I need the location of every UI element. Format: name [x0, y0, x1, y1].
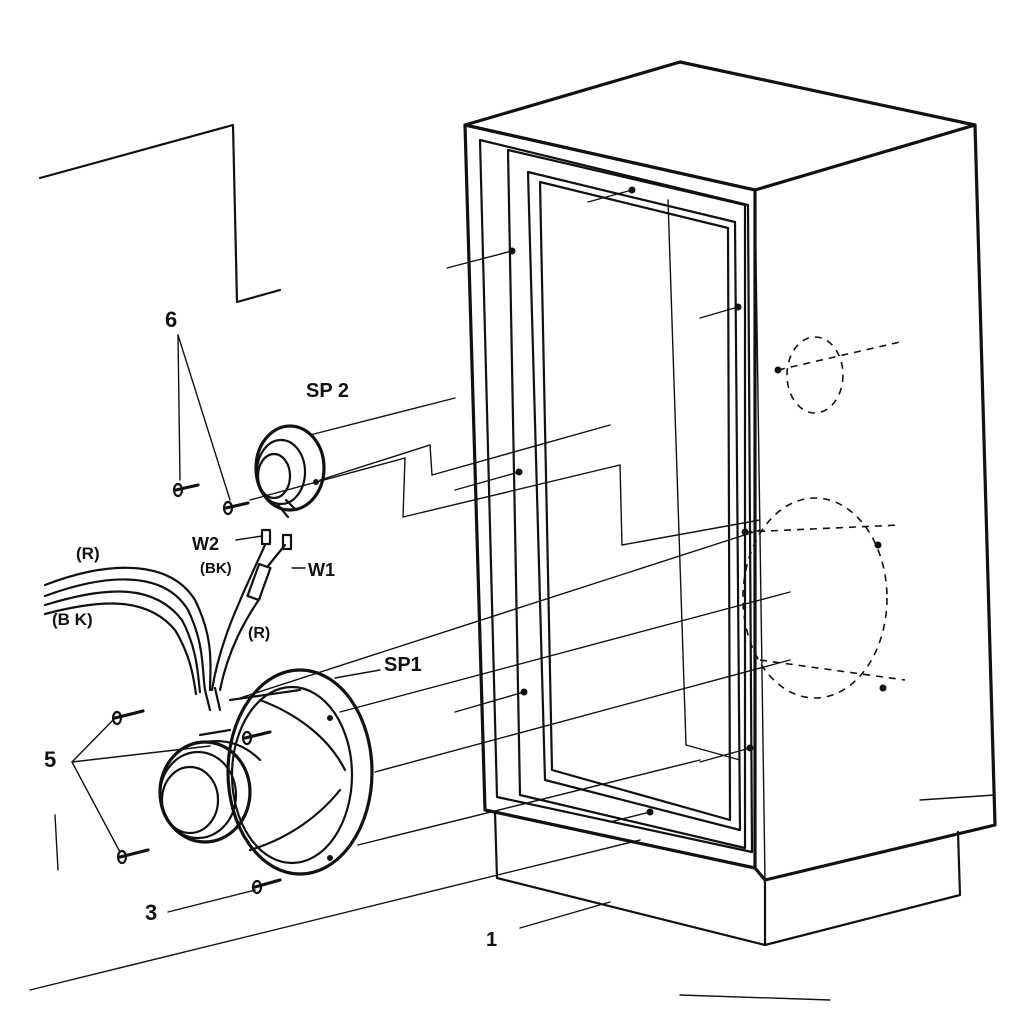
label-part-3: 3 — [145, 900, 157, 925]
break-line-top — [38, 123, 282, 304]
label-part-1: 1 — [486, 929, 497, 951]
tweeter-sp2 — [172, 397, 761, 546]
wiring-harness — [43, 528, 306, 696]
speaker-cabinet — [446, 60, 997, 947]
callout-6-leaders — [177, 334, 231, 501]
label-part-5: 5 — [44, 747, 56, 772]
woofer-sp1 — [29, 529, 791, 991]
label-w1: W1 — [308, 560, 335, 580]
label-sp2: SP 2 — [306, 380, 349, 402]
label-wire-bk-upper: (BK) — [200, 560, 232, 577]
woofer-screws — [111, 709, 282, 895]
callout-leaders — [54, 669, 831, 1001]
label-wire-bk-lower: (B K) — [52, 610, 93, 629]
label-sp1: SP1 — [384, 654, 422, 676]
label-wire-r-lower: (R) — [248, 625, 270, 642]
label-wire-r-top: (R) — [76, 544, 100, 563]
label-part-6: 6 — [165, 307, 177, 332]
label-w2: W2 — [192, 534, 219, 554]
